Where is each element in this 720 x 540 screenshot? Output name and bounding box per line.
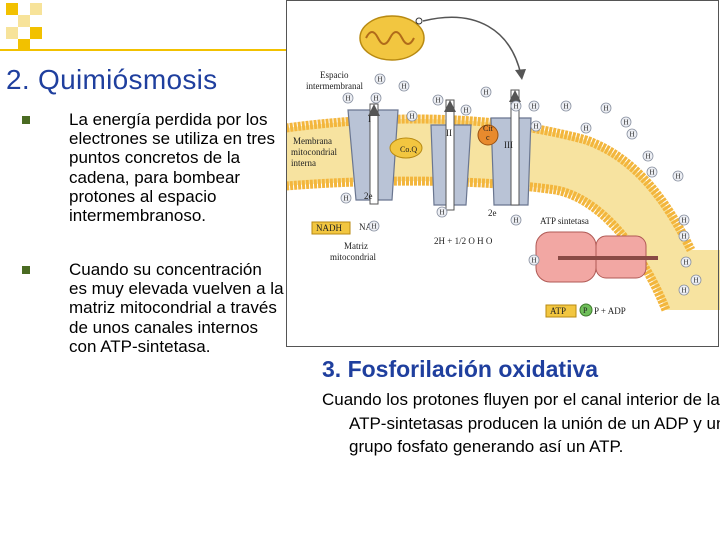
- header-decoration: [6, 3, 42, 51]
- label-atp-synthase: ATP sintetasa: [540, 216, 589, 226]
- proton-label: H: [630, 131, 635, 139]
- proton-icon: [342, 92, 354, 104]
- chemiosmosis-diagram: Espacio intermembranal Membrana mitocond…: [286, 0, 720, 348]
- label-cit-c: c: [486, 133, 490, 142]
- proton-label: H: [464, 107, 469, 115]
- proton-icon: [680, 256, 692, 268]
- label-complex-3: III: [504, 140, 513, 150]
- proton-icon: [580, 122, 592, 134]
- svg-text:P: P: [583, 306, 588, 315]
- label-membrane-1: Membrana: [293, 136, 332, 146]
- label-intermembrane-1: Espacio: [320, 70, 349, 80]
- proton-label: H: [646, 153, 651, 161]
- atp-synthase: [535, 231, 658, 283]
- proton-icon: [340, 192, 352, 204]
- proton-icon: [510, 214, 522, 226]
- proton-icon: [626, 128, 638, 140]
- proton-label: H: [624, 119, 629, 127]
- bullet-marker: [22, 116, 30, 124]
- label-complex-1: I: [368, 114, 371, 124]
- label-cit: Cit: [483, 124, 494, 133]
- proton-label: H: [372, 223, 377, 231]
- proton-icon: [690, 274, 702, 286]
- proton-label: H: [682, 217, 687, 225]
- complex-I: [347, 103, 399, 205]
- proton-label: H: [534, 123, 539, 131]
- proton-icon: [530, 120, 542, 132]
- proton-icon: [642, 150, 654, 162]
- proton-label: H: [684, 259, 689, 267]
- proton-icon: [370, 92, 382, 104]
- proton-icon: [406, 110, 418, 122]
- complex-III: [477, 89, 532, 206]
- proton-icon: [436, 206, 448, 218]
- proton-label: H: [514, 103, 519, 111]
- label-matrix-2: mitocondrial: [330, 252, 376, 262]
- proton-icon: [646, 166, 658, 178]
- proton-icon: [374, 73, 386, 85]
- proton-label: H: [650, 169, 655, 177]
- svg-text:ATP: ATP: [550, 306, 566, 316]
- section-title: 2. Quimiósmosis: [6, 64, 218, 95]
- proton-label: H: [682, 287, 687, 295]
- proton-icon: [510, 100, 522, 112]
- nadh-label: NADH: [311, 221, 351, 235]
- label-2e: 2e: [364, 191, 373, 201]
- proton-icon: [432, 94, 444, 106]
- proton-icon: [480, 86, 492, 98]
- proton-label: H: [604, 105, 609, 113]
- proton-label: H: [346, 95, 351, 103]
- label-2e: 2e: [488, 208, 497, 218]
- proton-label: H: [694, 277, 699, 285]
- svg-text:NADH: NADH: [316, 223, 342, 233]
- proton-icon: [600, 102, 612, 114]
- label-coq: Co.Q: [400, 145, 417, 154]
- proton-label: H: [532, 103, 537, 111]
- header-rule: [0, 49, 290, 51]
- proton-label: H: [378, 76, 383, 84]
- label-intermembrane-2: intermembranal: [306, 81, 363, 91]
- oxidative-text: Cuando los protones fluyen por el canal …: [322, 390, 720, 456]
- proton-icon: [678, 214, 690, 226]
- bullet-marker: [22, 266, 30, 274]
- atp-label: ATP: [545, 304, 577, 318]
- proton-label: H: [344, 195, 349, 203]
- oxidative-title: 3. Fosforilación oxidativa: [322, 356, 599, 382]
- proton-label: H: [584, 125, 589, 133]
- proton-label: H: [440, 209, 445, 217]
- proton-label: H: [402, 83, 407, 91]
- proton-icon: [672, 170, 684, 182]
- mitochondrion-icon: [359, 15, 425, 61]
- svg-text:P + ADP: P + ADP: [594, 306, 626, 316]
- proton-icon: [528, 254, 540, 266]
- label-water-eq: 2H + 1/2 O H O: [434, 236, 493, 246]
- label-membrane-2: mitocondrial: [291, 147, 337, 157]
- proton-icon: [560, 100, 572, 112]
- proton-label: H: [564, 103, 569, 111]
- label-matrix-1: Matriz: [344, 241, 368, 251]
- label-membrane-3: interna: [291, 158, 316, 168]
- complex-II: [389, 99, 472, 211]
- proton-icon: [398, 80, 410, 92]
- proton-icon: [368, 220, 380, 232]
- label-complex-2: II: [446, 128, 452, 138]
- proton-label: H: [436, 97, 441, 105]
- proton-icon: [460, 104, 472, 116]
- proton-label: H: [374, 95, 379, 103]
- proton-icon: [528, 100, 540, 112]
- proton-label: H: [514, 217, 519, 225]
- curved-arrow: [422, 16, 522, 76]
- proton-label: H: [676, 173, 681, 181]
- bullet-text-2: Cuando su concentración es muy elevada v…: [69, 260, 284, 356]
- p-adp-label: P P + ADP: [579, 303, 626, 317]
- proton-label: H: [682, 233, 687, 241]
- proton-icon: [620, 116, 632, 128]
- proton-label: H: [532, 257, 537, 265]
- proton-label: H: [410, 113, 415, 121]
- proton-icon: [678, 230, 690, 242]
- bullet-text-1: La energía perdida por los electrones se…: [69, 110, 275, 226]
- proton-icon: [678, 284, 690, 296]
- proton-label: H: [484, 89, 489, 97]
